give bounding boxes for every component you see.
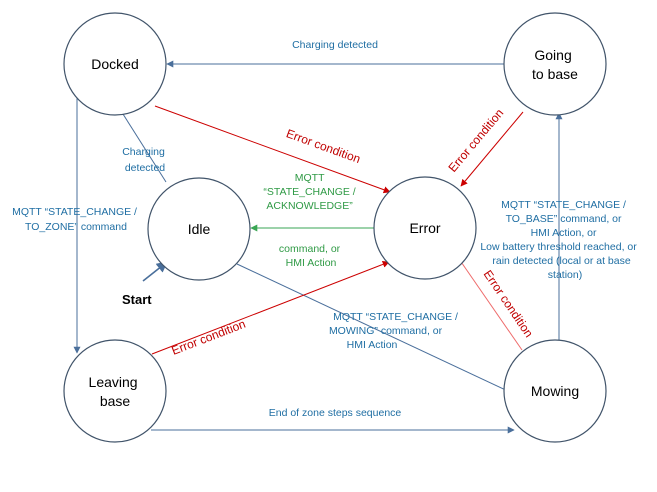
state-mowing-label: Mowing [531, 383, 579, 399]
label-mowing-to-going-to-base: MQTT “STATE_CHANGE / TO_BASE” command, o… [480, 199, 639, 281]
svg-text:Going to base: Going to base [532, 47, 578, 82]
edge-idle-to-mowing [236, 263, 513, 394]
edge-leaving-base-to-error [151, 261, 390, 355]
edge-going-to-base-to-error [460, 111, 524, 187]
svg-text:Leaving base: Leaving base [89, 374, 142, 409]
state-leaving-base-label-line1: Leaving [89, 374, 138, 390]
svg-text:Docked: Docked [91, 56, 138, 72]
state-error-label: Error [409, 220, 440, 236]
svg-text:Mowing: Mowing [531, 383, 579, 399]
state-mowing: Mowing [503, 339, 607, 443]
label-error-to-idle: MQTT “STATE_CHANGE / ACKNOWLEDGE” comman… [263, 172, 358, 269]
state-idle-label: Idle [188, 221, 211, 237]
label-going-to-base-to-docked: Charging detected [292, 39, 378, 51]
label-idle-to-mowing: MQTT “STATE_CHANGE / MOWING” command, or… [329, 311, 461, 351]
label-leaving-base-to-mowing: End of zone steps sequence [269, 407, 402, 419]
svg-text:Idle: Idle [188, 221, 211, 237]
edge-mowing-to-error [456, 255, 523, 351]
state-going-to-base: Going to base [503, 12, 607, 116]
svg-text:Error: Error [409, 220, 440, 236]
label-going-to-base-to-error: Error condition [445, 106, 506, 175]
label-mowing-to-error: Error condition [481, 267, 536, 340]
label-docked-to-error: Error condition [284, 126, 362, 166]
state-leaving-base: Leaving base [63, 339, 167, 443]
state-leaving-base-label-line2: base [100, 393, 131, 409]
edge-idle-to-docked [115, 102, 167, 183]
state-idle: Idle [147, 177, 251, 281]
state-error: Error [373, 176, 477, 280]
label-idle-to-docked: Charging detected [122, 146, 168, 174]
state-docked-label: Docked [91, 56, 138, 72]
label-docked-to-leaving-base: MQTT “STATE_CHANGE / TO_ZONE” command [12, 206, 140, 233]
state-going-to-base-label-line1: Going [534, 47, 571, 63]
state-docked: Docked [63, 12, 167, 116]
state-going-to-base-label-line2: to base [532, 66, 578, 82]
edge-docked-to-error [154, 105, 391, 194]
start-label: Start [122, 292, 152, 307]
label-leaving-base-to-error: Error condition [170, 317, 248, 358]
